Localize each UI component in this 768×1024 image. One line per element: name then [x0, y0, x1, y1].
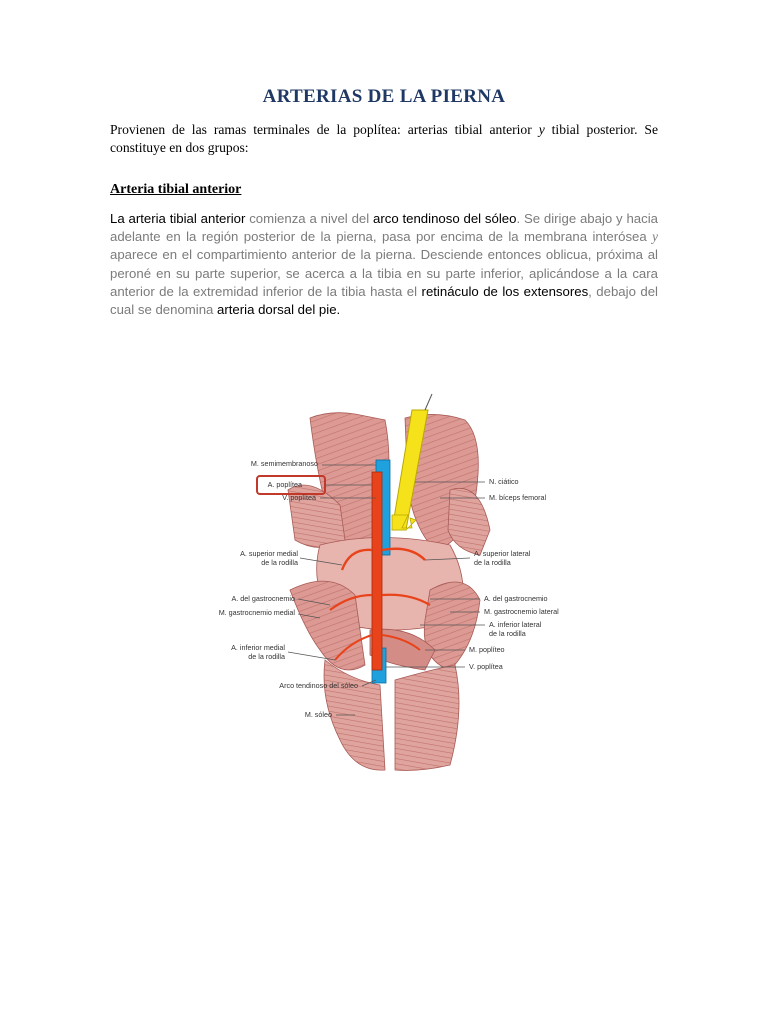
- intro-text-a: Provienen de las ramas terminales de la …: [110, 122, 539, 137]
- intro-text-b: tibial posterior: [544, 122, 635, 137]
- intro-y: y: [538, 122, 545, 137]
- body-term-arteria-dorsal: arteria dorsal del pie: [217, 302, 337, 318]
- label-nervio-ciatico: N. ciático: [489, 477, 519, 486]
- intro-paragraph: Provienen de las ramas terminales de la …: [110, 121, 658, 157]
- label-biceps-femoral: M. bíceps femoral: [489, 493, 547, 502]
- label-inferior-medial: A. inferior medial de la rodilla: [231, 643, 285, 661]
- label-vena-poplitea-right: V. poplítea: [469, 662, 503, 671]
- label-inferior-lateral: A. inferior lateral de la rodilla: [489, 620, 542, 638]
- label-gastrocnemio-left: A. del gastrocnemio: [231, 594, 295, 603]
- label-gastrocnemio-right: A. del gastrocnemio: [484, 594, 548, 603]
- body-p1: La: [110, 211, 129, 226]
- label-semimembranoso: M. semimembranoso: [250, 459, 318, 468]
- body-p7: aparece en el compartimiento anterior de…: [110, 247, 658, 299]
- body-p6: y: [652, 229, 658, 245]
- body-term-arteria-tibial-anterior: arteria tibial anterior: [128, 211, 246, 226]
- label-soleo: M. sóleo: [304, 710, 332, 719]
- section-heading: Arteria tibial anterior: [110, 182, 242, 197]
- label-popliteo: M. poplíteo: [469, 645, 505, 654]
- body-term-retinaculo: retináculo de los extensores: [421, 283, 589, 299]
- body-p5: . Se dirige abajo y hacia adelante en la…: [110, 211, 659, 245]
- anatomy-figure: M. semimembranoso A. poplítea V. poplíte…: [180, 380, 600, 775]
- body-p11: .: [336, 302, 341, 318]
- body-paragraph: La arteria tibial anterior comienza a ni…: [110, 210, 658, 319]
- anatomy-illustration: [256, 393, 491, 771]
- label-arco-tendinoso: Arco tendinoso del sóleo: [279, 681, 358, 690]
- page-title: ARTERIAS DE LA PIERNA: [262, 86, 506, 107]
- intro-text-c: . Se constituye en dos grupos:: [110, 122, 659, 156]
- label-vena-poplitea-left: V. poplítea: [282, 493, 316, 502]
- label-gastrocnemio-lateral: M. gastrocnemio lateral: [484, 607, 559, 616]
- label-superior-medial: A. superior medial de la rodilla: [240, 549, 298, 567]
- label-superior-lateral: A. superior lateral de la rodilla: [474, 549, 531, 567]
- body-p3: comienza a nivel del: [245, 211, 373, 226]
- body-p9: , debajo del cual se denomina: [110, 283, 658, 318]
- label-gastrocnemio-medial: M. gastrocnemio medial: [218, 608, 295, 617]
- label-arteria-poplitea: A. poplítea: [267, 480, 302, 489]
- body-term-arco-tendinoso: arco tendinoso del sóleo: [373, 211, 517, 226]
